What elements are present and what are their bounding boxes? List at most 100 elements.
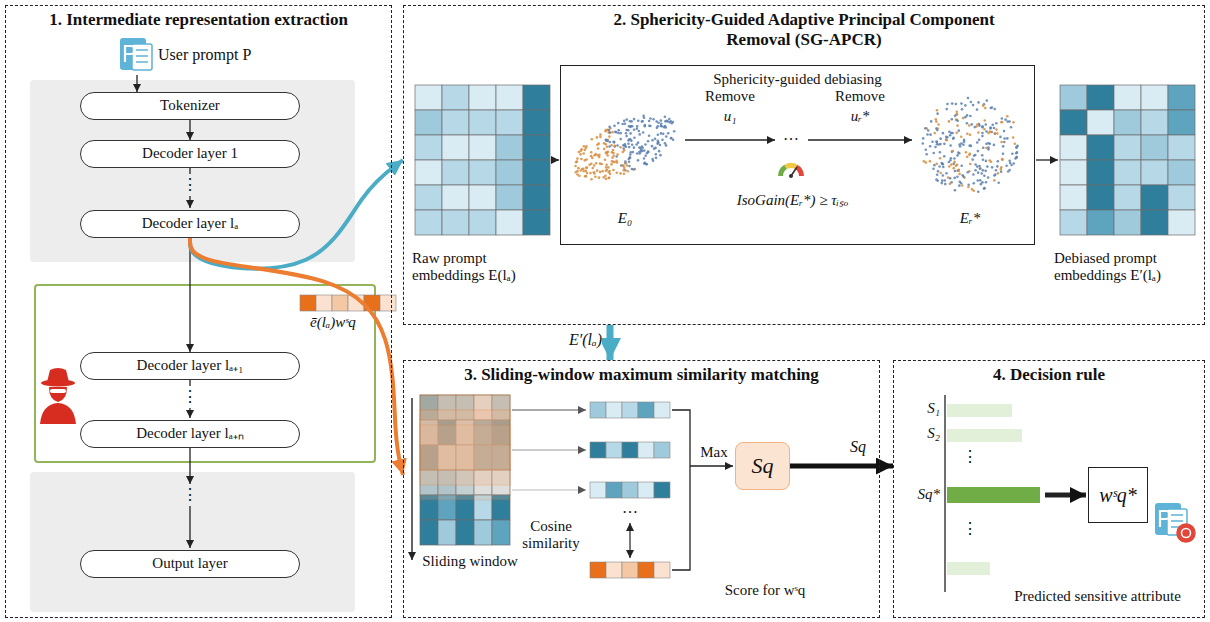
prompt-icon (120, 38, 152, 70)
matrix-cell (1114, 85, 1141, 110)
matrix-cell (1087, 185, 1114, 210)
scatter-point (1005, 165, 1008, 168)
scatter-point (996, 165, 999, 168)
matrix-cell (442, 110, 469, 135)
scatter-point (957, 151, 960, 154)
scatter-point (623, 120, 626, 123)
matrix-cell (469, 160, 496, 185)
process-box: Tokenizer (80, 92, 300, 120)
annotation-label: ⋮ (960, 520, 980, 538)
scatter-point (599, 133, 602, 136)
scatter-point (1010, 126, 1013, 129)
scatter-point (971, 158, 974, 161)
scatter-point (956, 113, 959, 116)
scatter-point (1009, 162, 1012, 165)
document-line (136, 61, 148, 63)
scatter-point (659, 154, 662, 157)
scatter-point (989, 130, 992, 133)
scatter-point (952, 138, 955, 141)
scatter-point (577, 167, 580, 170)
scatter-point (627, 170, 630, 173)
scatter-point (670, 137, 673, 140)
scatter-point (1015, 152, 1018, 155)
scatter-point (606, 169, 609, 172)
scatter-point (960, 135, 963, 138)
scatter-point (627, 142, 630, 145)
scatter-point (623, 167, 626, 170)
scatter-point (924, 127, 927, 130)
scatter-point (994, 173, 997, 176)
scatter-point (614, 145, 617, 148)
scatter-point (932, 167, 935, 170)
scatter-point (608, 126, 611, 129)
flow-connector (790, 464, 893, 469)
matrix-cell (1060, 160, 1087, 185)
scatter-point (1011, 152, 1014, 155)
scatter-point (948, 131, 951, 134)
scatter-point (935, 127, 938, 130)
scatter-point (993, 127, 996, 130)
scatter-point (976, 141, 979, 144)
panel-title: 3. Sliding-window maximum similarity mat… (410, 365, 873, 385)
scatter-point (964, 104, 967, 107)
scatter-point (976, 179, 979, 182)
matrix-cell (496, 110, 523, 135)
vector-cell (638, 442, 654, 458)
scatter-point (946, 139, 949, 142)
scatter-point (929, 145, 932, 148)
annotation-label: Raw prompt embeddings E(lₐ) (412, 250, 557, 285)
scatter-point (1006, 137, 1009, 140)
scatter-point (608, 129, 611, 132)
layer-group (30, 472, 355, 612)
scatter-point (585, 158, 588, 161)
scatter-point (624, 122, 627, 125)
matrix-cell (1087, 110, 1114, 135)
scatter-point (608, 135, 611, 138)
scatter-point (995, 122, 998, 125)
scatter-point (590, 151, 593, 154)
vector-cell (332, 295, 348, 311)
scatter-point (591, 167, 594, 170)
matrix-cell (1141, 160, 1168, 185)
scatter-point (958, 129, 961, 132)
scatter-point (945, 138, 948, 141)
scatter-point (982, 104, 985, 107)
scatter-point (976, 165, 979, 168)
scatter-point (977, 131, 980, 134)
scatter-point (1013, 142, 1016, 145)
scatter-point (983, 187, 986, 190)
glasses (50, 389, 66, 393)
flow-arrow (685, 139, 775, 140)
scatter-point (1016, 151, 1019, 154)
scatter-point (661, 138, 664, 141)
scatter-point (625, 132, 628, 135)
annotation-label: Score for wˢq (690, 582, 840, 599)
matrix-cell (442, 185, 469, 210)
scatter-point (574, 165, 577, 168)
flow-arrow (512, 450, 586, 451)
scatter-point (983, 119, 986, 122)
scatter-point (590, 138, 593, 141)
scatter-point (629, 151, 632, 154)
target-ring (1177, 524, 1195, 542)
scatter-point (936, 143, 939, 146)
matrix-cell (523, 110, 550, 135)
scatter-point (655, 153, 658, 156)
node-label: User prompt P (158, 46, 251, 64)
scatter-point (576, 157, 579, 160)
scatter-point (626, 164, 629, 167)
scatter-point (991, 166, 994, 169)
scatter-point (944, 179, 947, 182)
scatter-point (958, 184, 961, 187)
vector-cell (590, 482, 606, 498)
layer-box: Decoder layer lₐ₊ₙ (80, 420, 300, 448)
document-glyph (125, 46, 135, 62)
matrix-cell (1060, 135, 1087, 160)
matrix-cell (1114, 210, 1141, 235)
scatter-point (994, 132, 997, 135)
scatter-point (582, 170, 585, 173)
annotation-label: u₁ (695, 108, 765, 125)
vector-cell (638, 402, 654, 418)
scatter-point (622, 169, 625, 172)
